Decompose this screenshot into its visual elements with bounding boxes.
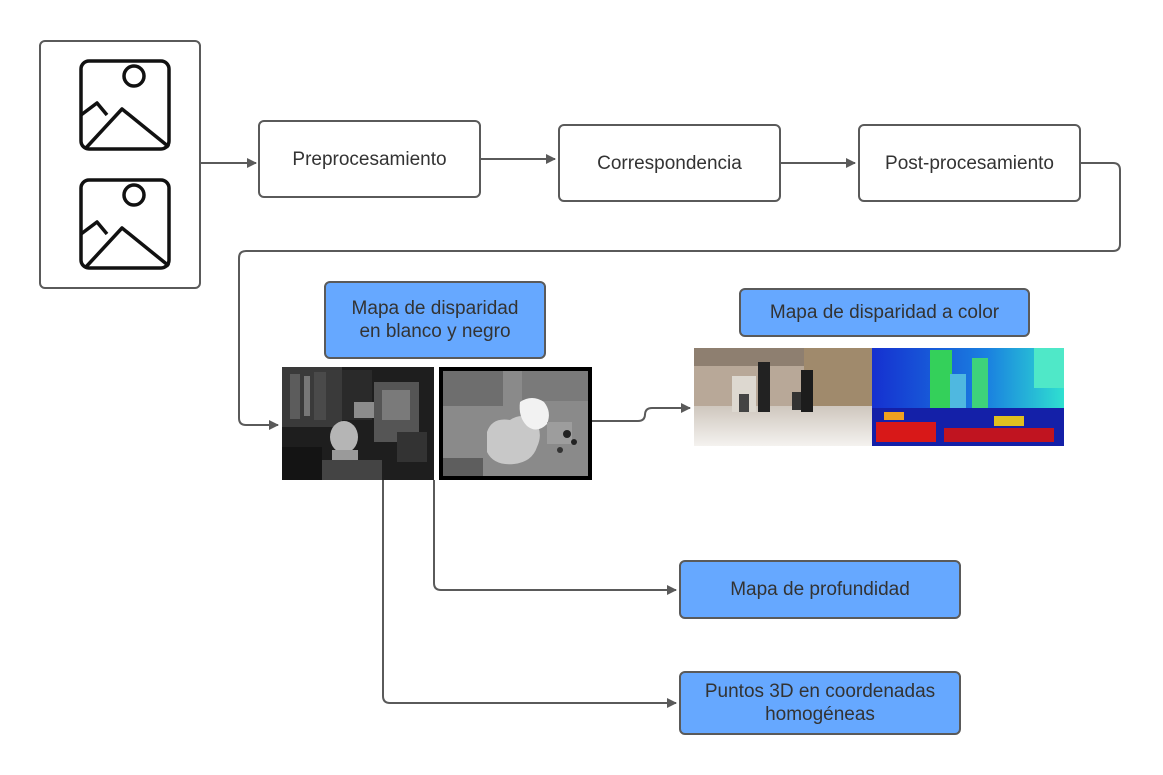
label-color-disparity-map: Mapa de disparidad a color	[739, 288, 1030, 337]
label-3d-points: Puntos 3D en coordenadas homogéneas	[679, 671, 961, 735]
step-preprocessing-label: Preprocesamiento	[292, 148, 447, 170]
input-stereo-images	[39, 40, 201, 289]
label-depth-map-text: Mapa de profundidad	[730, 579, 910, 600]
step-preprocessing: Preprocesamiento	[258, 120, 481, 198]
step-correspondence: Correspondencia	[558, 124, 781, 202]
step-postprocessing-label: Post-procesamiento	[885, 152, 1054, 174]
image-icon	[79, 59, 171, 151]
label-color-disparity-text: Mapa de disparidad a color	[769, 302, 1000, 323]
step-postprocessing: Post-procesamiento	[858, 124, 1081, 202]
label-depth-map: Mapa de profundidad	[679, 560, 961, 619]
bw-disparity-image	[282, 362, 592, 480]
label-bw-disparity-text: Mapa de disparidad en blanco y negro	[351, 298, 519, 342]
arrow-postprocessing-to-bw-disparity	[238, 162, 1121, 430]
bw-disparity-figure	[282, 367, 592, 480]
color-disparity-figure	[694, 348, 1064, 446]
arrow-bw-to-3d-points	[382, 480, 677, 708]
arrow-bw-to-depth-map	[433, 480, 677, 595]
color-disparity-image	[694, 348, 1064, 446]
label-bw-disparity-map: Mapa de disparidad en blanco y negro	[324, 281, 546, 359]
step-correspondence-label: Correspondencia	[597, 152, 742, 174]
arrow-bw-to-color-disparity	[590, 403, 691, 422]
label-3d-points-text: Puntos 3D en coordenadas homogéneas	[704, 681, 936, 725]
image-icon	[79, 178, 171, 270]
